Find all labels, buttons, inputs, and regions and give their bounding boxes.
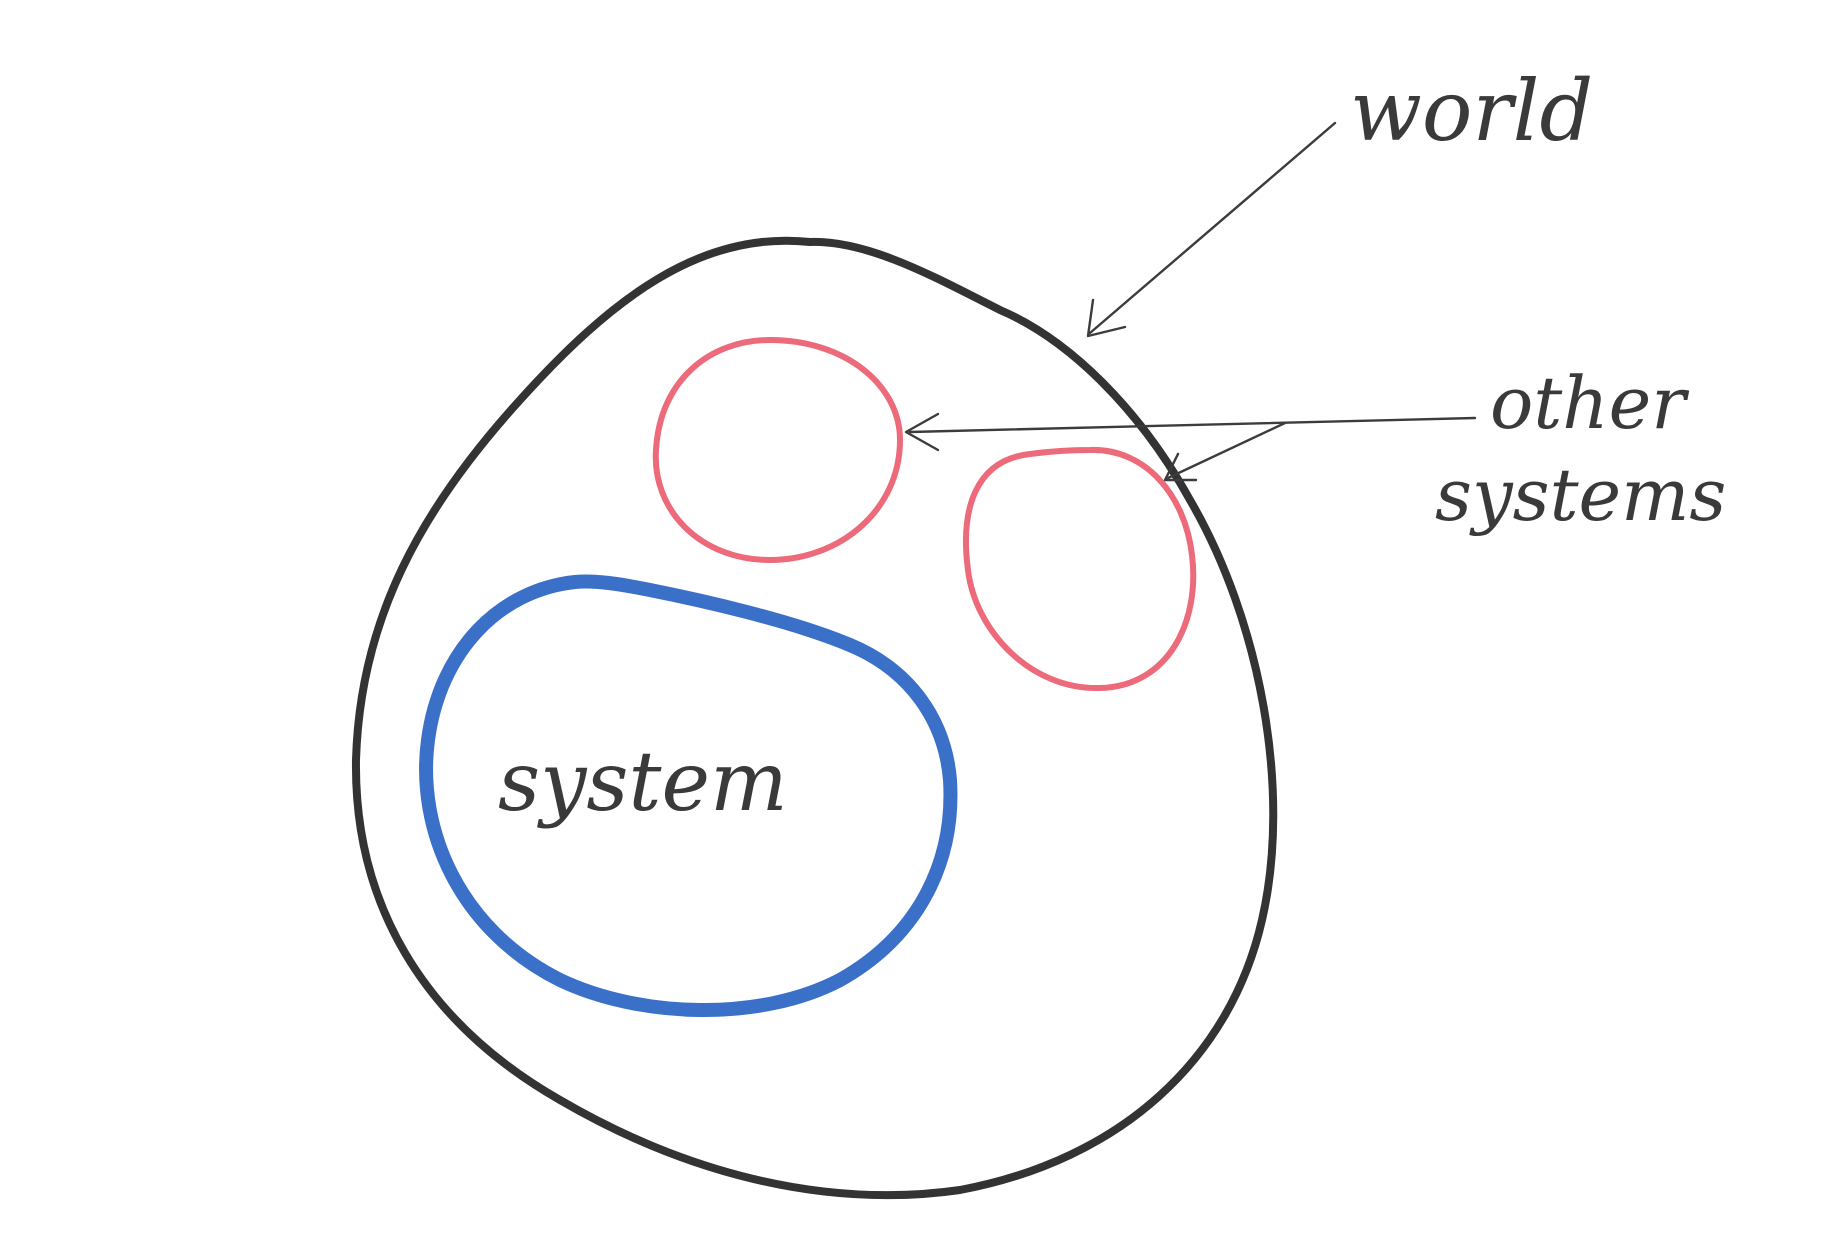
other-system-2 bbox=[963, 446, 1197, 692]
world-boundary bbox=[351, 236, 1278, 1200]
system-boundary bbox=[419, 574, 958, 1017]
world-label: world bbox=[1350, 62, 1593, 160]
other-systems-arrows bbox=[904, 412, 1477, 482]
world-arrow bbox=[1086, 121, 1337, 338]
other-systems-label-line1: other bbox=[1490, 361, 1689, 445]
system-label: system bbox=[498, 735, 788, 830]
other-systems-label-line2: systems bbox=[1435, 453, 1726, 537]
other-system-1 bbox=[652, 337, 903, 563]
